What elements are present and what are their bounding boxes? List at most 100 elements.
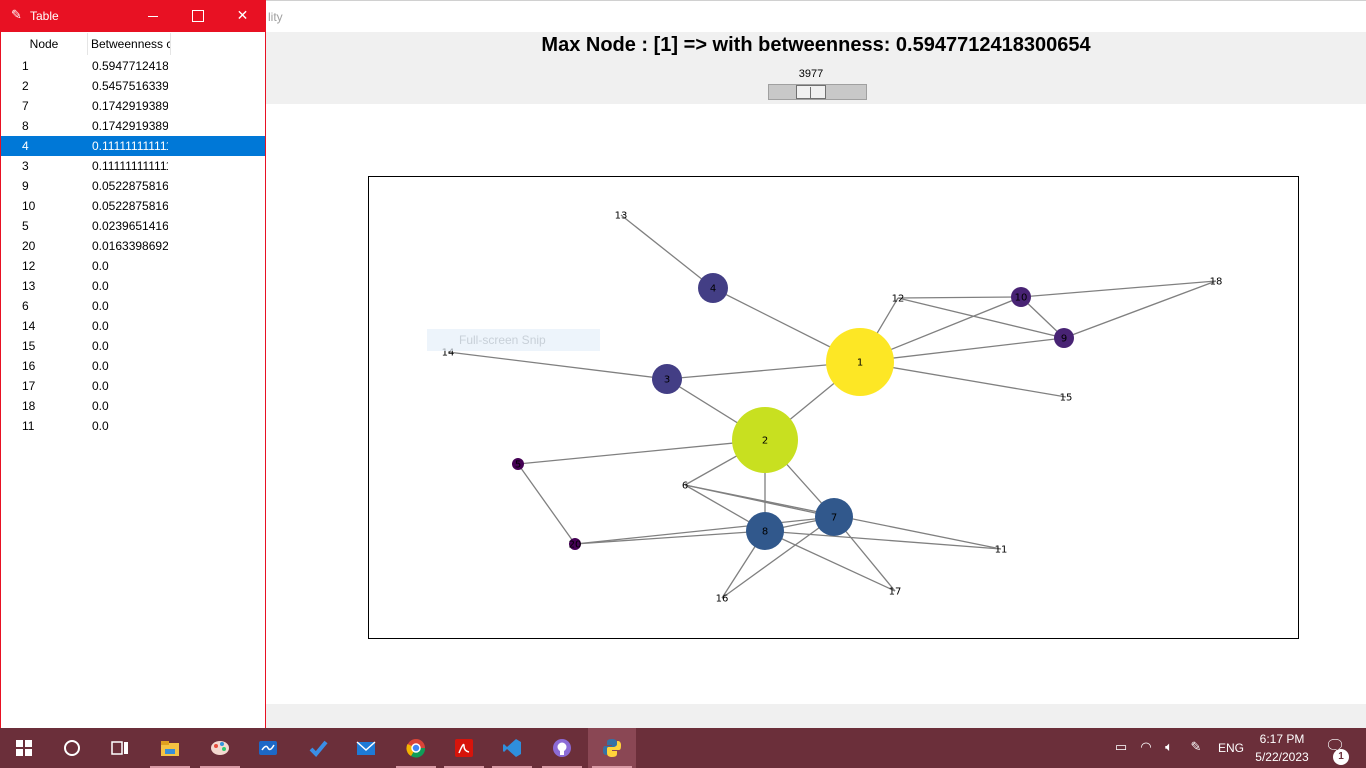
cell-betweenness: 0.174291938997821 — [92, 99, 168, 113]
cortana-icon — [64, 740, 80, 756]
todo-taskbar-button[interactable] — [294, 728, 342, 768]
graph-edge — [764, 530, 1002, 550]
graph-node-3 — [652, 364, 682, 394]
close-icon: ✕ — [236, 8, 249, 24]
graph-node-1 — [826, 328, 894, 396]
minimize-button[interactable] — [130, 1, 175, 32]
threshold-slider[interactable] — [768, 84, 867, 100]
close-button[interactable]: ✕ — [220, 1, 265, 32]
vscode-icon — [503, 739, 521, 757]
pen-icon[interactable]: ✎ — [1190, 740, 1202, 755]
battery-icon[interactable]: ▭ — [1114, 740, 1128, 755]
cell-betweenness: 0.0 — [92, 299, 109, 313]
cell-node: 4 — [22, 139, 29, 153]
task-view-icon — [111, 741, 128, 755]
file-explorer-taskbar-button[interactable] — [146, 728, 194, 768]
cell-node: 18 — [22, 399, 36, 413]
table-row[interactable]: 30.111111111111111 — [1, 156, 265, 176]
table-row[interactable]: 40.111111111111111 — [1, 136, 265, 156]
graph-node-label: 8 — [762, 527, 768, 538]
chrome-taskbar-button[interactable] — [392, 728, 440, 768]
graph-edge — [859, 361, 1067, 398]
cell-betweenness: 0.0 — [92, 379, 109, 393]
main-window-title: lity — [268, 10, 283, 24]
table-row[interactable]: 100.052287581699346 — [1, 196, 265, 216]
graph-node-label: 10 — [1015, 293, 1028, 304]
graph-node-5 — [512, 458, 524, 470]
column-header-node[interactable]: Node — [1, 33, 88, 55]
wifi-icon[interactable]: ◠ — [1140, 740, 1152, 755]
python-taskbar-button[interactable] — [588, 728, 636, 768]
whiteboard-icon — [259, 741, 277, 755]
graph-node-label: 7 — [831, 513, 837, 524]
notification-badge: 1 — [1333, 749, 1349, 765]
graph-node-10 — [1011, 287, 1031, 307]
acrobat-taskbar-button[interactable] — [440, 728, 488, 768]
cell-node: 8 — [22, 119, 29, 133]
table-header: Node Betweenness c — [1, 33, 265, 55]
table-window-title: Table — [30, 9, 59, 23]
maximize-button[interactable] — [175, 1, 220, 32]
graph-node-label: 5 — [515, 460, 521, 471]
cell-betweenness: 0.594771241830065 — [92, 59, 168, 73]
graph-node-4 — [698, 273, 728, 303]
graph-node-label: 11 — [995, 545, 1008, 556]
language-indicator[interactable]: ENG — [1218, 741, 1245, 755]
cell-node: 3 — [22, 159, 29, 173]
volume-icon[interactable]: 🔈︎ — [1165, 740, 1173, 755]
clock-time[interactable]: 6:17 PM — [1259, 732, 1305, 746]
graph-edge — [574, 530, 766, 545]
graph-edge — [447, 351, 668, 380]
graph-edge — [517, 439, 766, 465]
cortana-taskbar-button[interactable] — [48, 728, 96, 768]
task-view-taskbar-button[interactable] — [96, 728, 144, 768]
table-row[interactable]: 80.174291938997821 — [1, 116, 265, 136]
mail-taskbar-button[interactable] — [342, 728, 390, 768]
table-row[interactable]: 10.594771241830065 — [1, 56, 265, 76]
cell-betweenness: 0.0 — [92, 279, 109, 293]
cell-betweenness: 0.0 — [92, 339, 109, 353]
graph-edge — [1063, 280, 1217, 339]
column-header-betweenness[interactable]: Betweenness c — [88, 33, 171, 55]
cell-node: 15 — [22, 339, 36, 353]
table-titlebar[interactable]: ✎ Table ✕ — [1, 1, 265, 32]
slider-thumb[interactable] — [796, 85, 826, 99]
table-row[interactable]: 50.023965141612200 — [1, 216, 265, 236]
clock-date[interactable]: 5/22/2023 — [1255, 750, 1309, 764]
graph-node-label: 9 — [1061, 334, 1067, 345]
cell-node: 2 — [22, 79, 29, 93]
github-desktop-taskbar-button[interactable] — [538, 728, 586, 768]
graph-edge — [764, 530, 896, 592]
graph-edge — [620, 214, 714, 289]
graph-node-label: 1 — [857, 358, 863, 369]
start-taskbar-button[interactable] — [0, 728, 48, 768]
cell-node: 11 — [22, 419, 35, 433]
table-row[interactable]: 200.016339869281045 — [1, 236, 265, 256]
paint-taskbar-button[interactable] — [196, 728, 244, 768]
cell-node: 13 — [22, 279, 36, 293]
graph-node-label: 18 — [1210, 277, 1223, 288]
table-row[interactable]: 90.052287581699346 — [1, 176, 265, 196]
graph-edge — [1020, 280, 1217, 298]
graph-node-label: 2 — [762, 436, 768, 447]
cell-betweenness: 0.052287581699346 — [92, 199, 168, 213]
cell-betweenness: 0.545751633986928 — [92, 79, 168, 93]
graph-node-label: 13 — [615, 211, 628, 222]
table-row[interactable]: 2 0.545751633986928 — [1, 76, 265, 96]
cell-betweenness: 0.0 — [92, 319, 109, 333]
file-explorer-icon — [161, 741, 179, 756]
table-row[interactable]: 70.174291938997821 — [1, 96, 265, 116]
vscode-taskbar-button[interactable] — [488, 728, 536, 768]
whiteboard-taskbar-button[interactable] — [244, 728, 292, 768]
